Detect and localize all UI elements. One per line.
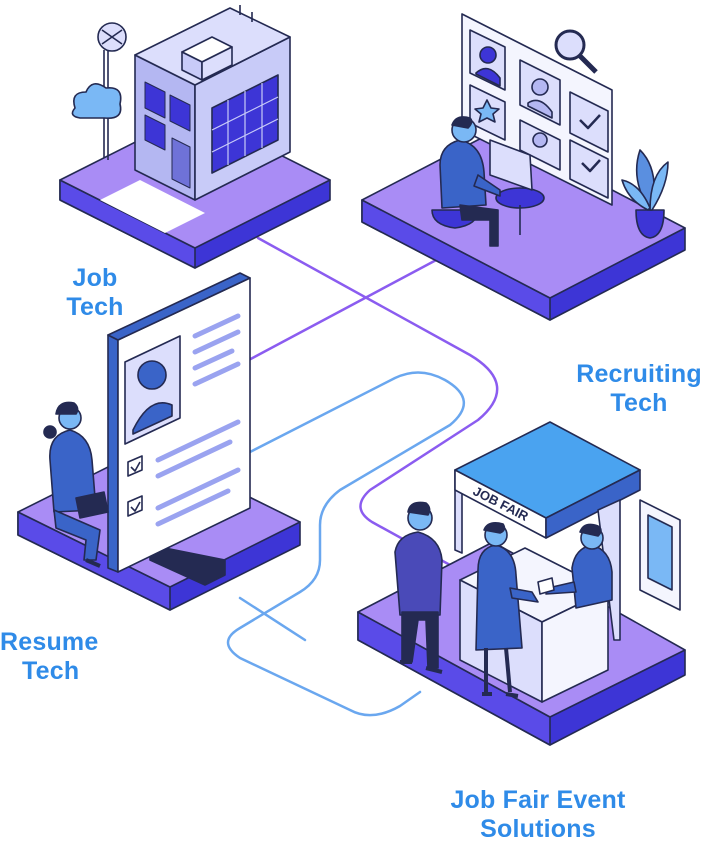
job-fair-label-line1: Job Fair Event	[450, 786, 626, 814]
connector-resume-to-fair-outer	[226, 371, 466, 717]
job-fair-label: Job Fair Event Solutions	[420, 786, 656, 844]
candidate-woman-figure	[475, 522, 539, 698]
connector-recruit-to-resume	[228, 256, 442, 372]
standing-man-figure	[394, 501, 443, 674]
recruiting-tech-label: Recruiting Tech	[556, 360, 718, 418]
potted-plant	[621, 149, 669, 239]
job-tech-label-line2: Tech	[66, 293, 124, 321]
booth-recruiter-figure	[537, 523, 613, 609]
resume-woman-figure	[43, 401, 109, 568]
platform-resume-tech	[17, 272, 301, 611]
candidate-photo-wall	[461, 13, 613, 206]
resume-tech-label-line1: Resume	[0, 628, 99, 656]
office-building	[134, 5, 291, 201]
resume-tech-label: Resume Tech	[0, 628, 116, 686]
platform-job-tech	[59, 5, 331, 269]
connector-resume-to-fair-low	[238, 596, 307, 642]
connector-lines	[226, 236, 499, 717]
resume-screen	[107, 272, 251, 586]
job-fair-label-line2: Solutions	[480, 815, 596, 843]
connector-jobtech-to-fair	[256, 236, 499, 567]
recruiting-tech-label-line1: Recruiting	[576, 360, 702, 388]
antenna-tree	[71, 22, 127, 160]
platform-job-fair: JOB FAIR	[357, 421, 686, 746]
job-tech-label: Job Tech	[40, 264, 150, 322]
resume-tech-label-line2: Tech	[22, 657, 80, 685]
platform-recruiting-tech	[361, 13, 686, 321]
recruiting-tech-label-line2: Tech	[610, 389, 668, 417]
recruiter-figure	[431, 116, 545, 247]
job-tech-label-line1: Job	[72, 264, 118, 292]
